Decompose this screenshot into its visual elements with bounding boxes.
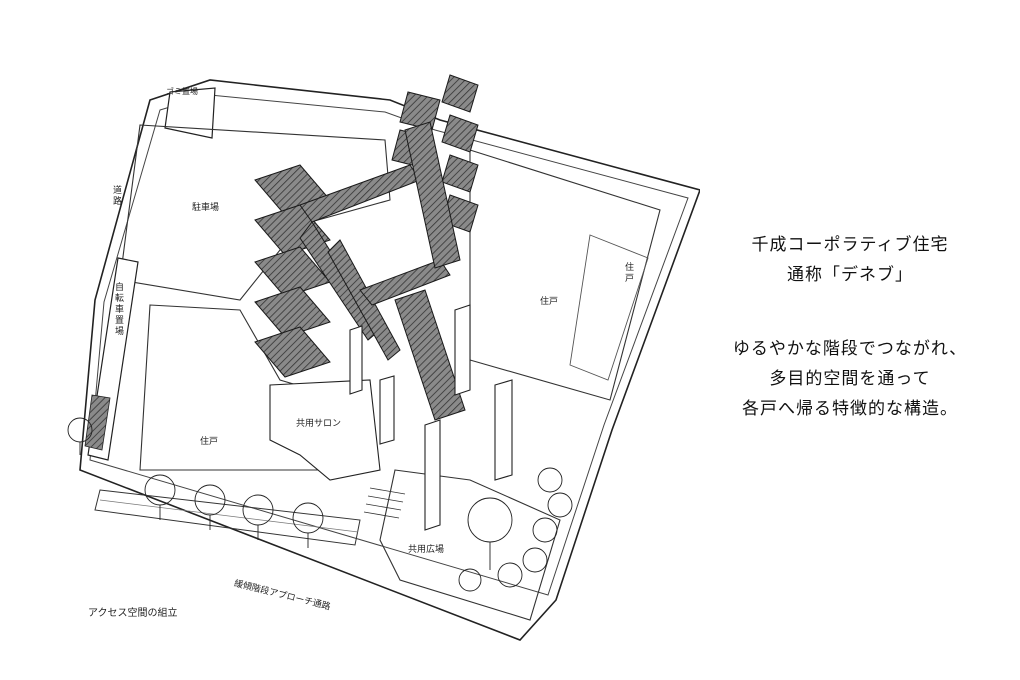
- label-bicycle: 自転車置場: [113, 282, 123, 337]
- right-dwelling-block: [469, 149, 661, 401]
- label-parking: 駐車場: [192, 203, 220, 213]
- desc-line-2: 多目的空間を通って: [769, 369, 931, 389]
- label-dwelling-left: 住戸: [200, 437, 219, 447]
- label-dwelling-far: 住戸: [623, 262, 633, 284]
- salon-block: [269, 379, 381, 481]
- right-dwelling-inner: [569, 234, 649, 381]
- bicycle-hatch: [84, 394, 111, 451]
- label-dwelling-right: 住戸: [540, 297, 559, 307]
- axonometric-drawing: [67, 74, 700, 641]
- approach-path-edge: [99, 499, 359, 533]
- stair-left-branch: [254, 164, 331, 378]
- columns: [349, 304, 513, 531]
- desc-line-1: ゆるやかな階段でつながれ、: [732, 339, 968, 359]
- stair-flight-main: [394, 289, 466, 421]
- site-boundary: [79, 79, 700, 641]
- site-inner-wall: [89, 94, 689, 596]
- label-plaza: 共用広場: [408, 545, 445, 555]
- plaza-area: [379, 469, 561, 621]
- stair-flight-upper: [404, 121, 461, 269]
- title-line-1: 千成コーポラティブ住宅: [751, 235, 949, 255]
- approach-path: [94, 489, 361, 546]
- label-road: 道路: [111, 185, 121, 207]
- desc-line-3: 各戸へ帰る特徴的な構造。: [742, 399, 958, 419]
- title-line-2: 通称「デネブ」: [787, 265, 913, 285]
- trees-plaza: [458, 467, 573, 592]
- garbage-area: [164, 87, 216, 139]
- trees-approach: [67, 417, 324, 548]
- label-caption: アクセス空間の組立: [88, 608, 178, 619]
- plaza-steps: [363, 487, 406, 519]
- label-garbage: ゴミ置場: [166, 87, 198, 96]
- label-salon: 共用サロン: [296, 419, 342, 429]
- description-block: 千成コーポラティブ住宅 通称「デネブ」 ゆるやかな階段でつながれ、 多目的空間を…: [700, 230, 1000, 424]
